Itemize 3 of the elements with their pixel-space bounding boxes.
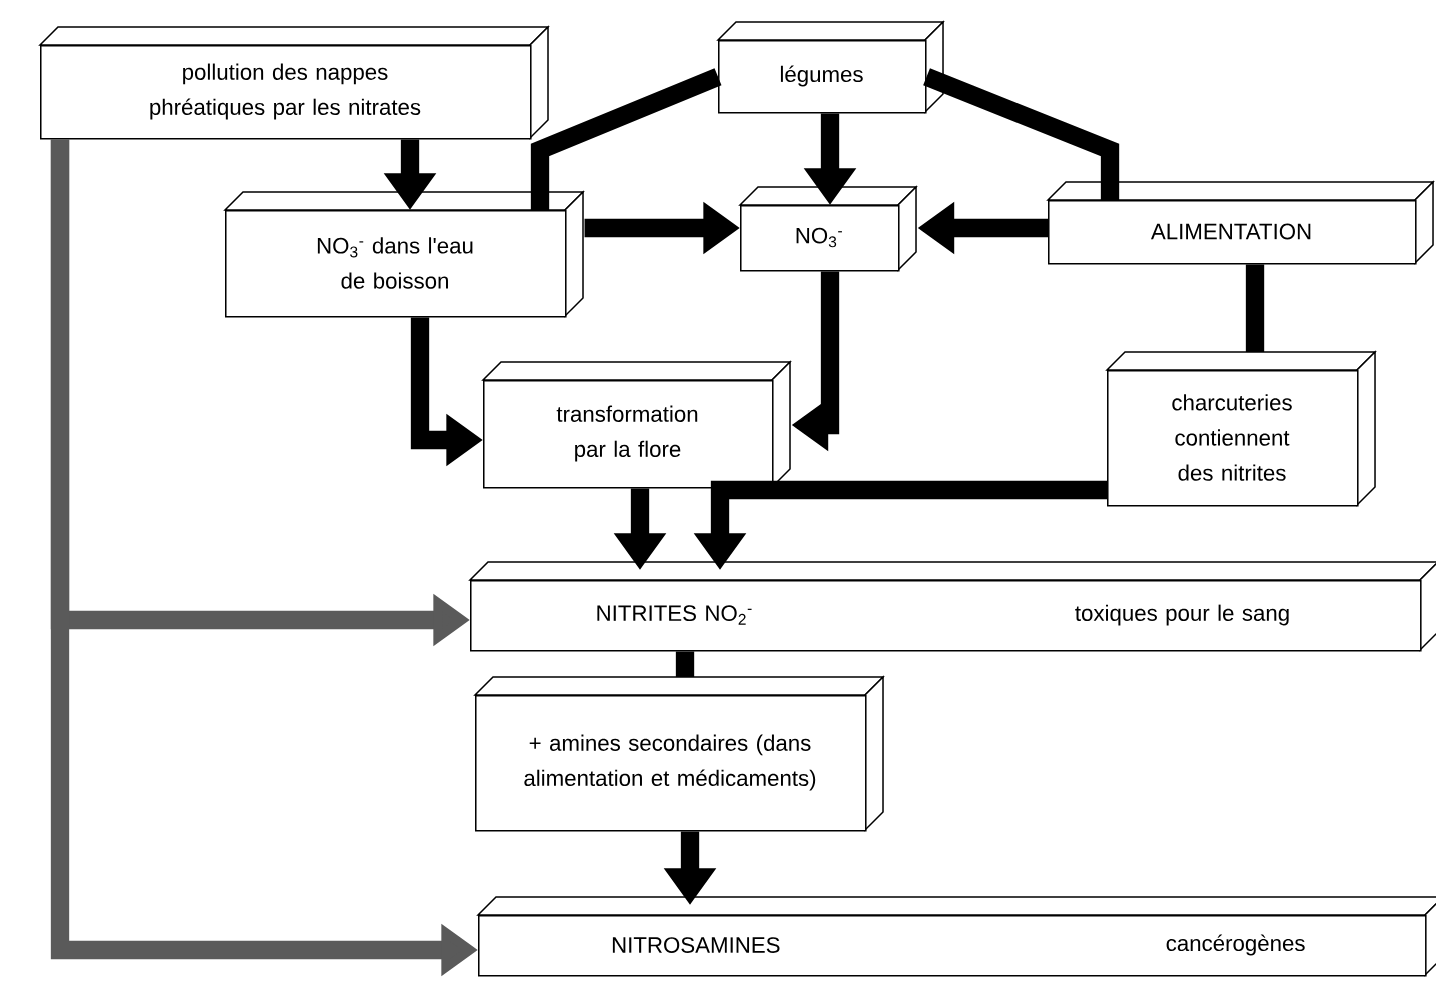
connector-line — [1245, 264, 1265, 352]
connector-line — [530, 68, 722, 210]
connector-line — [675, 651, 695, 677]
